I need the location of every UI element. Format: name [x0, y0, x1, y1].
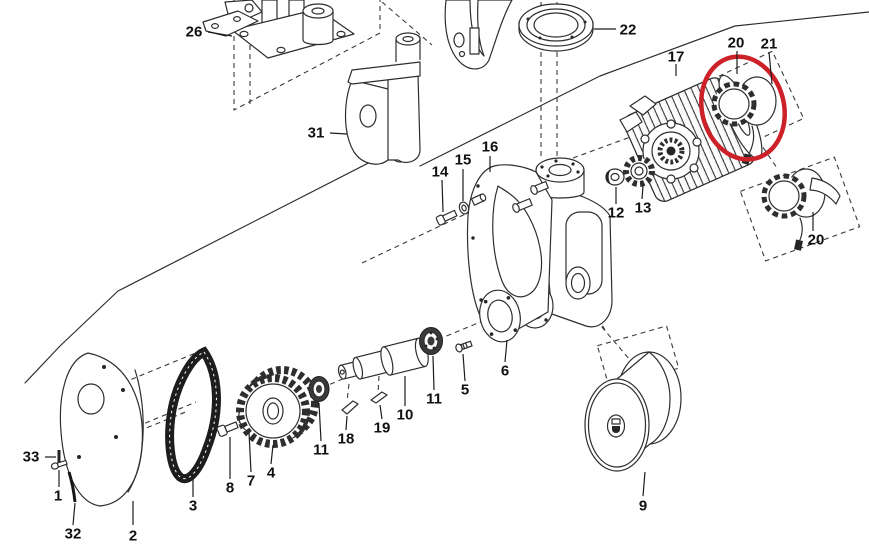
key-19: [370, 391, 388, 404]
caster-assembly-31: [344, 32, 421, 165]
flange-6: [479, 289, 521, 343]
curved-arm: [444, 0, 513, 70]
screw-5: [455, 340, 473, 353]
brake-20-right: [761, 168, 841, 251]
sprocket-13: [623, 155, 655, 187]
tiller-mount-assembly: [231, 0, 355, 59]
wheel-9: [584, 351, 682, 472]
hub-12: [605, 168, 625, 186]
shaft-10: [337, 337, 429, 380]
bearing-22: [518, 3, 594, 52]
bracket-26: [202, 0, 263, 37]
leader-lines: [45, 28, 814, 526]
sprocket-4: [236, 366, 319, 448]
bolt-14: [435, 209, 458, 226]
rod-32: [67, 471, 77, 503]
cover-plate-2: [59, 352, 144, 507]
highlight-ellipse: [699, 54, 787, 162]
chain-3: [165, 346, 221, 484]
bearing-11-left: [308, 376, 330, 402]
fitting-1: [50, 459, 68, 470]
dashed-guides: [71, 0, 861, 459]
bearing-11-right: [419, 327, 443, 355]
washer-15: [458, 193, 487, 215]
pin-33: [57, 450, 61, 463]
frame-phantom-outline: [24, 11, 869, 384]
brake-20-highlighted: [711, 76, 777, 165]
housing-16: [466, 157, 613, 334]
bolt-8: [216, 421, 239, 437]
key-18: [341, 400, 359, 415]
